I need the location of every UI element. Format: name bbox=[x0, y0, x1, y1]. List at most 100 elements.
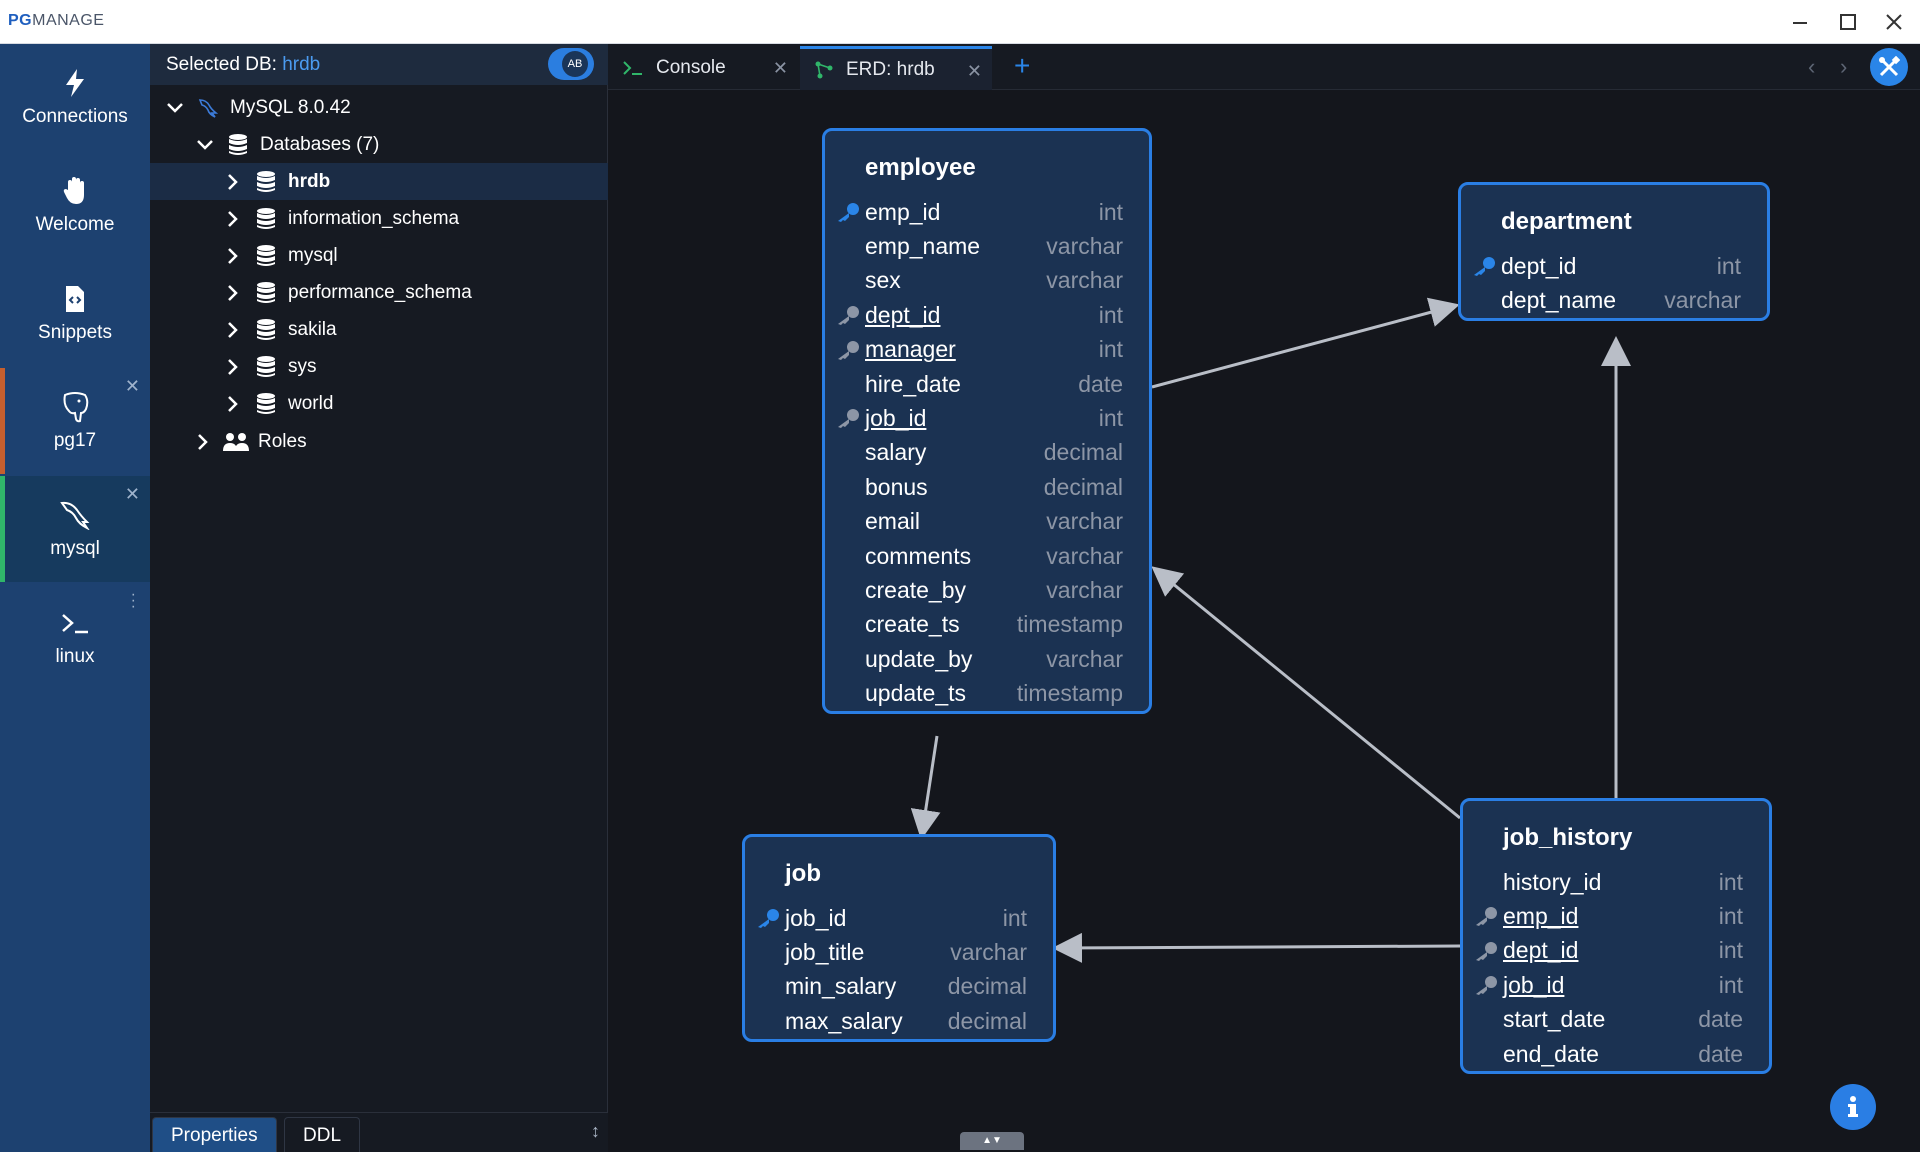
tab-console[interactable]: Console ✕ bbox=[608, 46, 798, 90]
tree-node-database[interactable]: performance_schema bbox=[150, 274, 608, 311]
tree-node-database[interactable]: hrdb bbox=[150, 163, 608, 200]
nav-label: mysql bbox=[50, 538, 100, 559]
selected-db-value: hrdb bbox=[282, 54, 321, 75]
close-tab-icon[interactable]: ✕ bbox=[772, 58, 788, 78]
foreign-key-icon bbox=[1476, 941, 1497, 961]
mysql-dolphin-icon bbox=[59, 498, 91, 532]
chevron-right-icon[interactable] bbox=[222, 282, 244, 304]
nav-item-linux[interactable]: ··· linux bbox=[0, 584, 150, 690]
info-icon bbox=[1848, 1096, 1858, 1117]
chevron-right-icon[interactable] bbox=[192, 431, 214, 453]
nav-item-snippets[interactable]: Snippets bbox=[0, 260, 150, 366]
close-connection-icon[interactable]: ✕ bbox=[124, 376, 140, 396]
tab-ddl[interactable]: DDL bbox=[284, 1117, 361, 1152]
mysql-dolphin-icon bbox=[194, 95, 222, 121]
chevron-right-icon[interactable] bbox=[222, 171, 244, 193]
database-icon bbox=[252, 243, 280, 269]
tree-node-database[interactable]: mysql bbox=[150, 237, 608, 274]
database-icon bbox=[252, 280, 280, 306]
chevron-right-icon[interactable] bbox=[222, 319, 244, 341]
tree-node-database[interactable]: sys bbox=[150, 348, 608, 385]
snippet-file-icon bbox=[64, 282, 86, 316]
info-button[interactable] bbox=[1830, 1084, 1876, 1130]
close-window-button[interactable] bbox=[1874, 4, 1914, 40]
add-tab-button[interactable]: + bbox=[1014, 50, 1031, 81]
database-name: information_schema bbox=[288, 207, 460, 229]
tab-erd-hrdb[interactable]: ERD: hrdb ✕ bbox=[800, 46, 992, 90]
relationship-employee-job bbox=[910, 735, 941, 840]
chevron-right-icon[interactable] bbox=[222, 356, 244, 378]
tree-node-database[interactable]: information_schema bbox=[150, 200, 608, 237]
chevron-right-icon[interactable] bbox=[222, 245, 244, 267]
chevron-left-icon[interactable]: ‹ bbox=[1808, 54, 1816, 79]
tab-properties[interactable]: Properties bbox=[152, 1117, 277, 1152]
chevron-right-icon[interactable] bbox=[222, 393, 244, 415]
chevron-right-icon[interactable] bbox=[222, 208, 244, 230]
nav-item-mysql[interactable]: ✕ mysql bbox=[0, 476, 150, 582]
tree-node-database[interactable]: sakila bbox=[150, 311, 608, 348]
minimize-button[interactable] bbox=[1780, 4, 1820, 40]
tree-node-databases[interactable]: Databases (7) bbox=[150, 126, 608, 163]
close-tab-icon[interactable]: ✕ bbox=[966, 61, 982, 81]
chevron-down-icon[interactable] bbox=[164, 97, 186, 119]
nav-label: linux bbox=[55, 646, 95, 667]
entity-title: department bbox=[1501, 208, 1632, 235]
maximize-button[interactable] bbox=[1828, 4, 1868, 40]
chevron-right-icon[interactable]: › bbox=[1840, 54, 1848, 79]
tree-node-server[interactable]: MySQL 8.0.42 bbox=[150, 89, 608, 126]
panel-drag-handle[interactable]: ▲▼ bbox=[960, 1132, 1024, 1150]
tree-node-roles[interactable]: Roles bbox=[150, 423, 608, 460]
nav-item-pg17[interactable]: ✕ pg17 bbox=[0, 368, 150, 474]
chevron-down-icon[interactable] bbox=[194, 134, 216, 156]
database-name: sakila bbox=[288, 318, 337, 340]
foreign-key-icon bbox=[838, 409, 859, 429]
database-tree-panel: Selected DB: hrdb AB MySQL 8.0.42 Databa… bbox=[150, 44, 608, 1152]
database-name: world bbox=[288, 392, 334, 414]
primary-key-icon bbox=[838, 203, 859, 222]
tree-node-database[interactable]: world bbox=[150, 385, 608, 422]
nav-item-welcome[interactable]: Welcome bbox=[0, 152, 150, 258]
resize-vertical-icon[interactable]: ↕ bbox=[591, 1121, 600, 1141]
roles-label: Roles bbox=[258, 430, 307, 452]
close-connection-icon[interactable]: ✕ bbox=[124, 484, 140, 504]
spellcheck-toggle[interactable]: AB bbox=[548, 48, 594, 80]
tools-button[interactable] bbox=[1870, 48, 1908, 86]
database-icon bbox=[252, 169, 280, 195]
database-name: sys bbox=[288, 355, 317, 377]
nav-item-connections[interactable]: Connections bbox=[0, 44, 150, 150]
more-options-icon[interactable]: ··· bbox=[130, 586, 136, 615]
erd-graph-icon bbox=[814, 60, 834, 80]
